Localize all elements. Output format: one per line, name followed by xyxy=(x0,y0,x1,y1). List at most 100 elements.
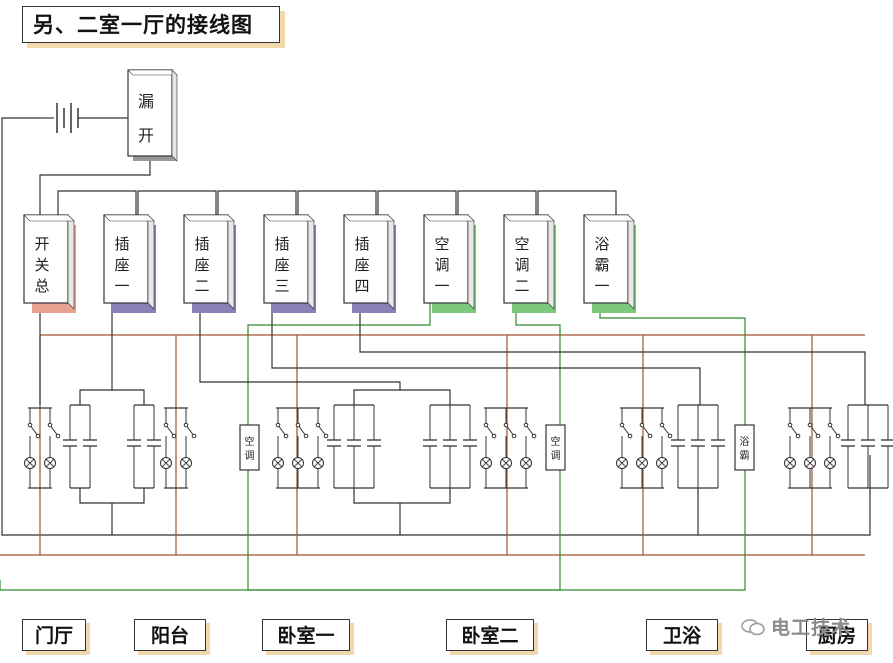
main-breaker-top xyxy=(127,69,178,76)
room-label-entrance: 门厅 xyxy=(22,619,86,651)
breaker-top xyxy=(263,214,315,222)
switch-contact xyxy=(491,433,497,439)
breaker-top xyxy=(583,214,635,222)
socket-feed-wire xyxy=(199,302,401,390)
chat-icon xyxy=(741,619,765,636)
watermark-text: 电工技术 xyxy=(771,617,852,639)
switch-contact xyxy=(511,433,517,439)
breaker-box xyxy=(103,214,149,304)
breaker-label: 一 xyxy=(434,277,449,295)
lamp-cross xyxy=(313,458,323,468)
breaker-side xyxy=(227,214,235,310)
room-label-kitchen: 厨房 xyxy=(806,619,868,651)
breaker-label: 二 xyxy=(194,277,209,295)
breaker-label: 插 xyxy=(194,235,209,253)
lamp-cross xyxy=(521,458,531,468)
switch-contact xyxy=(531,433,537,439)
breaker-label: 总 xyxy=(34,277,49,295)
appliance-box xyxy=(545,424,566,471)
socket-link-wire xyxy=(79,389,145,405)
breaker-top xyxy=(423,214,475,222)
switch-contact xyxy=(163,422,169,428)
breaker-side xyxy=(147,214,155,310)
appliance-box xyxy=(239,424,260,471)
switch-contact xyxy=(323,433,329,439)
breaker-label: 四 xyxy=(354,277,369,295)
breaker-label: 座 xyxy=(194,256,209,274)
room-label-balcony: 阳台 xyxy=(134,619,206,651)
breaker-side xyxy=(467,214,475,310)
switch-contact xyxy=(815,433,821,439)
appliance-label: 调 xyxy=(551,450,561,462)
lamp-cross xyxy=(161,458,171,468)
switch-contact xyxy=(315,422,321,428)
breaker-bus-wire xyxy=(537,190,617,215)
lamp-cross xyxy=(805,458,815,468)
socket-feed-wire xyxy=(359,302,866,405)
breaker-side xyxy=(67,214,75,310)
switch-contact xyxy=(619,422,625,428)
switch-contact xyxy=(639,422,645,428)
breaker-label: 空 xyxy=(434,235,449,253)
breaker-top xyxy=(23,214,75,222)
switch-contact xyxy=(27,422,33,428)
switch-contact xyxy=(627,433,633,439)
room-label-bedroom-1: 卧室一 xyxy=(262,619,350,651)
breaker-box xyxy=(503,214,549,304)
breaker-label: 座 xyxy=(114,256,129,274)
main-feed-wire xyxy=(39,158,151,215)
switch-contact xyxy=(807,422,813,428)
breaker-top xyxy=(103,214,155,222)
appliance-box xyxy=(734,424,755,471)
lamp-cross xyxy=(785,458,795,468)
socket-feed-wire xyxy=(271,302,701,405)
switch-contact xyxy=(523,422,529,428)
breaker-top xyxy=(343,214,395,222)
breaker-label: 一 xyxy=(594,277,609,295)
breaker-label: 二 xyxy=(514,277,529,295)
switch-contact xyxy=(303,433,309,439)
switch-contact xyxy=(659,422,665,428)
lamp-cross xyxy=(657,458,667,468)
breaker-label: 一 xyxy=(114,277,129,295)
breaker-box xyxy=(423,214,469,304)
breaker-label: 座 xyxy=(274,256,289,274)
room-label-bedroom-2: 卧室二 xyxy=(446,619,534,651)
socket-link-wire xyxy=(353,389,451,405)
breaker-bus-wire xyxy=(137,190,217,215)
breaker-bus-wire xyxy=(57,190,137,215)
breaker-side xyxy=(547,214,555,310)
lamp-cross xyxy=(181,458,191,468)
supply-return-wire xyxy=(1,117,871,536)
breaker-label: 开 xyxy=(34,235,49,253)
lamp-cross xyxy=(293,458,303,468)
breaker-label: 三 xyxy=(274,277,289,295)
breaker-bus-wire xyxy=(217,190,297,215)
switch-contact xyxy=(667,433,673,439)
switch-contact xyxy=(483,422,489,428)
lamp-cross xyxy=(25,458,35,468)
breaker-label: 霸 xyxy=(594,256,609,274)
switch-contact xyxy=(295,422,301,428)
room-label-bathroom: 卫浴 xyxy=(646,619,718,651)
main-breaker-label: 漏 xyxy=(138,92,154,111)
breaker-label: 关 xyxy=(34,256,49,274)
breaker-bus-wire xyxy=(377,190,457,215)
breaker-box xyxy=(183,214,229,304)
lamp-cross xyxy=(637,458,647,468)
switch-contact xyxy=(827,422,833,428)
page-title: 另、二室一厅的接线图 xyxy=(22,6,280,43)
breaker-top xyxy=(503,214,555,222)
switch-contact xyxy=(835,433,841,439)
switch-contact xyxy=(647,433,653,439)
lamp-cross xyxy=(501,458,511,468)
breaker-side xyxy=(387,214,395,310)
appliance-label: 空 xyxy=(551,435,561,448)
breaker-side xyxy=(307,214,315,310)
breaker-label: 插 xyxy=(274,235,289,253)
switch-contact xyxy=(191,433,197,439)
breaker-label: 座 xyxy=(354,256,369,274)
lamp-cross xyxy=(617,458,627,468)
